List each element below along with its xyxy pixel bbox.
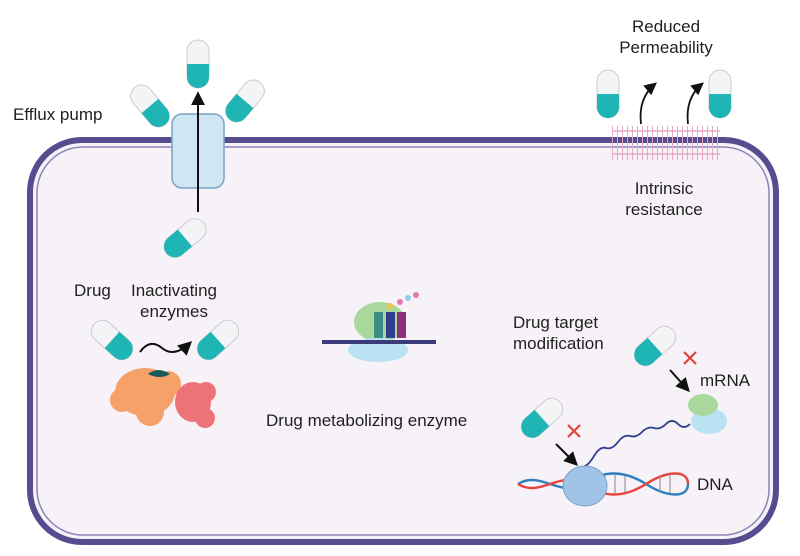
permeability-arrow [686, 82, 704, 125]
target-arrow [669, 369, 690, 393]
drug-target-modification-line-1: Drug target [513, 313, 599, 332]
inactivating-enzymes-line-2: enzymes [139, 302, 209, 321]
metabolizing-enzyme-icon [322, 292, 436, 362]
block-x-icon [567, 424, 581, 438]
enzyme-protein-icon [110, 368, 216, 428]
block-x-icon [683, 351, 697, 365]
ribosome-icon [688, 394, 727, 434]
reduced-permeability-line-2: Permeability [619, 38, 713, 57]
efflux-pump-label: Efflux pump [13, 105, 103, 124]
capsule-icon [186, 39, 210, 89]
drug-label: Drug [74, 281, 111, 300]
porin-membrane-patch [612, 126, 720, 160]
inactivation-arrow [139, 341, 193, 356]
capsule-icon [220, 75, 270, 127]
reduced-permeability-label: Reduced Permeability [601, 16, 731, 58]
intrinsic-resistance-label: Intrinsic resistance [604, 178, 724, 220]
capsule-icon [596, 69, 620, 119]
drug-target-modification-label: Drug target modification [513, 312, 604, 354]
inactivating-enzymes-label: Inactivating enzymes [114, 280, 234, 322]
target-arrow [555, 443, 578, 466]
mrna-label: mRNA [700, 371, 751, 390]
intrinsic-resistance-line-1: Intrinsic [634, 179, 694, 198]
mrna-strand [583, 420, 691, 467]
dna-label: DNA [697, 475, 733, 494]
cell-membrane-inner [36, 146, 770, 536]
reduced-permeability-line-1: Reduced [631, 17, 701, 36]
capsule-icon [125, 80, 175, 132]
inactivating-enzymes-line-1: Inactivating [131, 281, 217, 300]
capsule-icon [708, 69, 732, 119]
drug-target-modification-line-2: modification [513, 334, 604, 353]
dna-polymerase-icon [562, 465, 608, 507]
intrinsic-resistance-line-2: resistance [625, 200, 703, 219]
drug-metabolizing-enzyme-label: Drug metabolizing enzyme [266, 411, 468, 430]
permeability-arrow [639, 82, 657, 125]
